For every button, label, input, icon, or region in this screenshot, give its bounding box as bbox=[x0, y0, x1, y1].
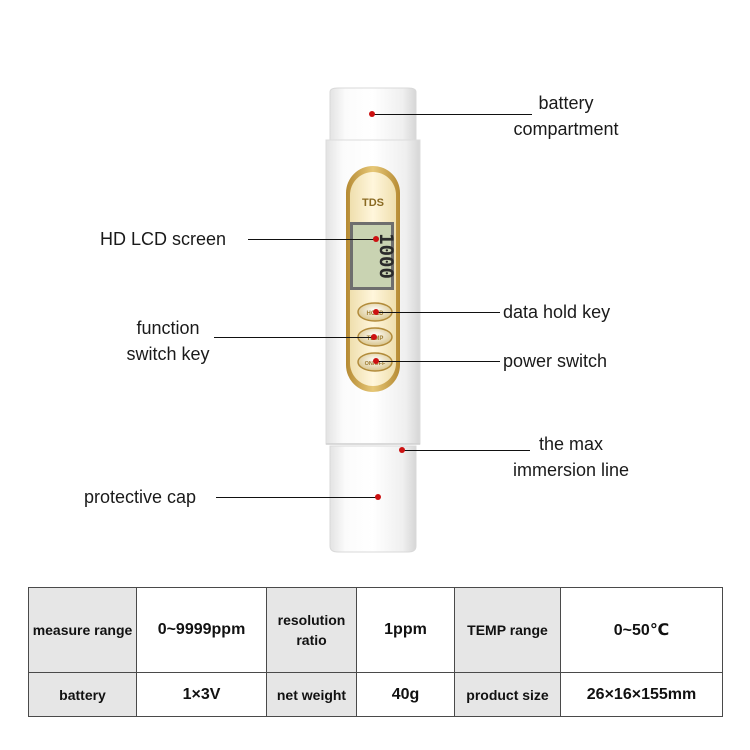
spec-label-product-size: product size bbox=[454, 672, 561, 717]
spec-value-resolution: 1ppm bbox=[356, 586, 455, 674]
marker-dot-lcd bbox=[373, 236, 379, 242]
callout-battery-line2: compartment bbox=[513, 119, 619, 139]
callout-data-hold-key: data hold key bbox=[503, 302, 611, 322]
tds-meter-illustration: TDS 1000 HOLD TEMP ON/OFF bbox=[325, 87, 421, 553]
leader-immersion bbox=[402, 450, 530, 451]
marker-dot-immersion bbox=[399, 447, 405, 453]
spec-label-resolution: resolution ratio bbox=[266, 586, 357, 674]
spec-value-product-size: 26×16×155mm bbox=[560, 672, 723, 717]
callout-function-switch: function switch key bbox=[108, 315, 228, 367]
spec-label-temp-range: TEMP range bbox=[454, 586, 561, 674]
callout-immersion-line: the max immersion line bbox=[496, 431, 646, 483]
spec-row: measure range 0~9999ppm resolution ratio… bbox=[28, 586, 723, 674]
spec-value-temp-range: 0~50℃ bbox=[560, 586, 723, 674]
callout-battery-line1: battery bbox=[538, 93, 594, 113]
spec-value-measure-range: 0~9999ppm bbox=[136, 586, 267, 674]
leader-hold bbox=[376, 312, 500, 313]
leader-cap bbox=[216, 497, 378, 498]
marker-dot-hold bbox=[373, 309, 379, 315]
spec-table: measure range 0~9999ppm resolution ratio… bbox=[28, 586, 723, 717]
spec-label-net-weight: net weight bbox=[266, 672, 357, 717]
leader-battery bbox=[372, 114, 532, 115]
marker-dot-cap bbox=[375, 494, 381, 500]
callout-battery-compartment: battery compartment bbox=[496, 90, 636, 142]
marker-dot-function bbox=[371, 334, 377, 340]
lcd-screen bbox=[353, 225, 391, 287]
callout-lcd-screen: HD LCD screen bbox=[100, 229, 227, 249]
spec-value-battery: 1×3V bbox=[136, 672, 267, 717]
marker-dot-power bbox=[373, 358, 379, 364]
spec-label-battery: battery bbox=[28, 672, 137, 717]
power-key-label: ON/OFF bbox=[365, 361, 386, 367]
lcd-reading: 1000 bbox=[375, 233, 397, 279]
brand-label: TDS bbox=[362, 197, 384, 209]
spec-value-net-weight: 40g bbox=[356, 672, 455, 717]
spec-row: battery 1×3V net weight 40g product size… bbox=[28, 672, 723, 717]
callout-power-switch: power switch bbox=[503, 351, 608, 371]
leader-function bbox=[214, 337, 374, 338]
callout-immersion-line1: the max bbox=[538, 434, 604, 454]
callout-immersion-line2: immersion line bbox=[512, 460, 630, 480]
marker-dot-battery bbox=[369, 111, 375, 117]
callout-function-line2: switch key bbox=[126, 344, 210, 364]
spec-label-measure-range: measure range bbox=[28, 586, 137, 674]
callout-protective-cap: protective cap bbox=[84, 487, 197, 507]
callout-function-line1: function bbox=[136, 318, 200, 338]
protective-cap bbox=[329, 445, 417, 553]
leader-lcd bbox=[248, 239, 376, 240]
leader-power bbox=[376, 361, 500, 362]
